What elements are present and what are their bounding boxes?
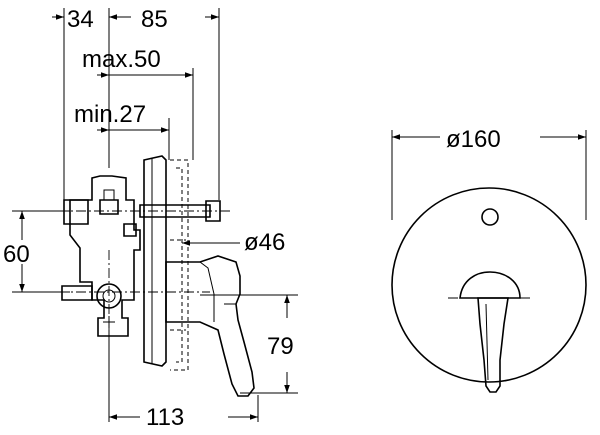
handle-side [165, 255, 255, 397]
dim-60-label: 60 [3, 241, 30, 268]
dimension-d46: ø46 [182, 229, 285, 256]
dim-d46-label: ø46 [244, 229, 285, 256]
dimension-max50: max.50 [82, 46, 193, 78]
dim-113-label: 113 [146, 404, 184, 431]
dim-d160-label: ø160 [446, 126, 501, 153]
wall-plate [143, 155, 167, 367]
dim-34-label: 34 [67, 6, 94, 33]
cover-plate [391, 187, 587, 383]
dimension-113: 113 [109, 404, 258, 431]
dimension-79: 79 [267, 295, 294, 393]
center-lines [40, 210, 230, 330]
dim-min27-label: min.27 [74, 101, 146, 128]
dim-79-label: 79 [267, 333, 294, 360]
handle-front [448, 271, 530, 393]
dimension-85: 85 [109, 6, 219, 33]
dimension-60: 60 [3, 211, 30, 292]
dim-max50-label: max.50 [82, 46, 161, 73]
dimension-min27: min.27 [74, 101, 169, 133]
side-view: 34 85 max.50 min.27 60 [3, 6, 298, 431]
dimension-34: 34 [52, 6, 121, 33]
hidden-cover [170, 159, 189, 371]
valve-body [61, 175, 221, 337]
diverter-hole [481, 208, 499, 226]
dim-85-label: 85 [141, 6, 168, 33]
dimension-d160: ø160 [391, 126, 587, 220]
front-view: ø160 [391, 126, 587, 393]
